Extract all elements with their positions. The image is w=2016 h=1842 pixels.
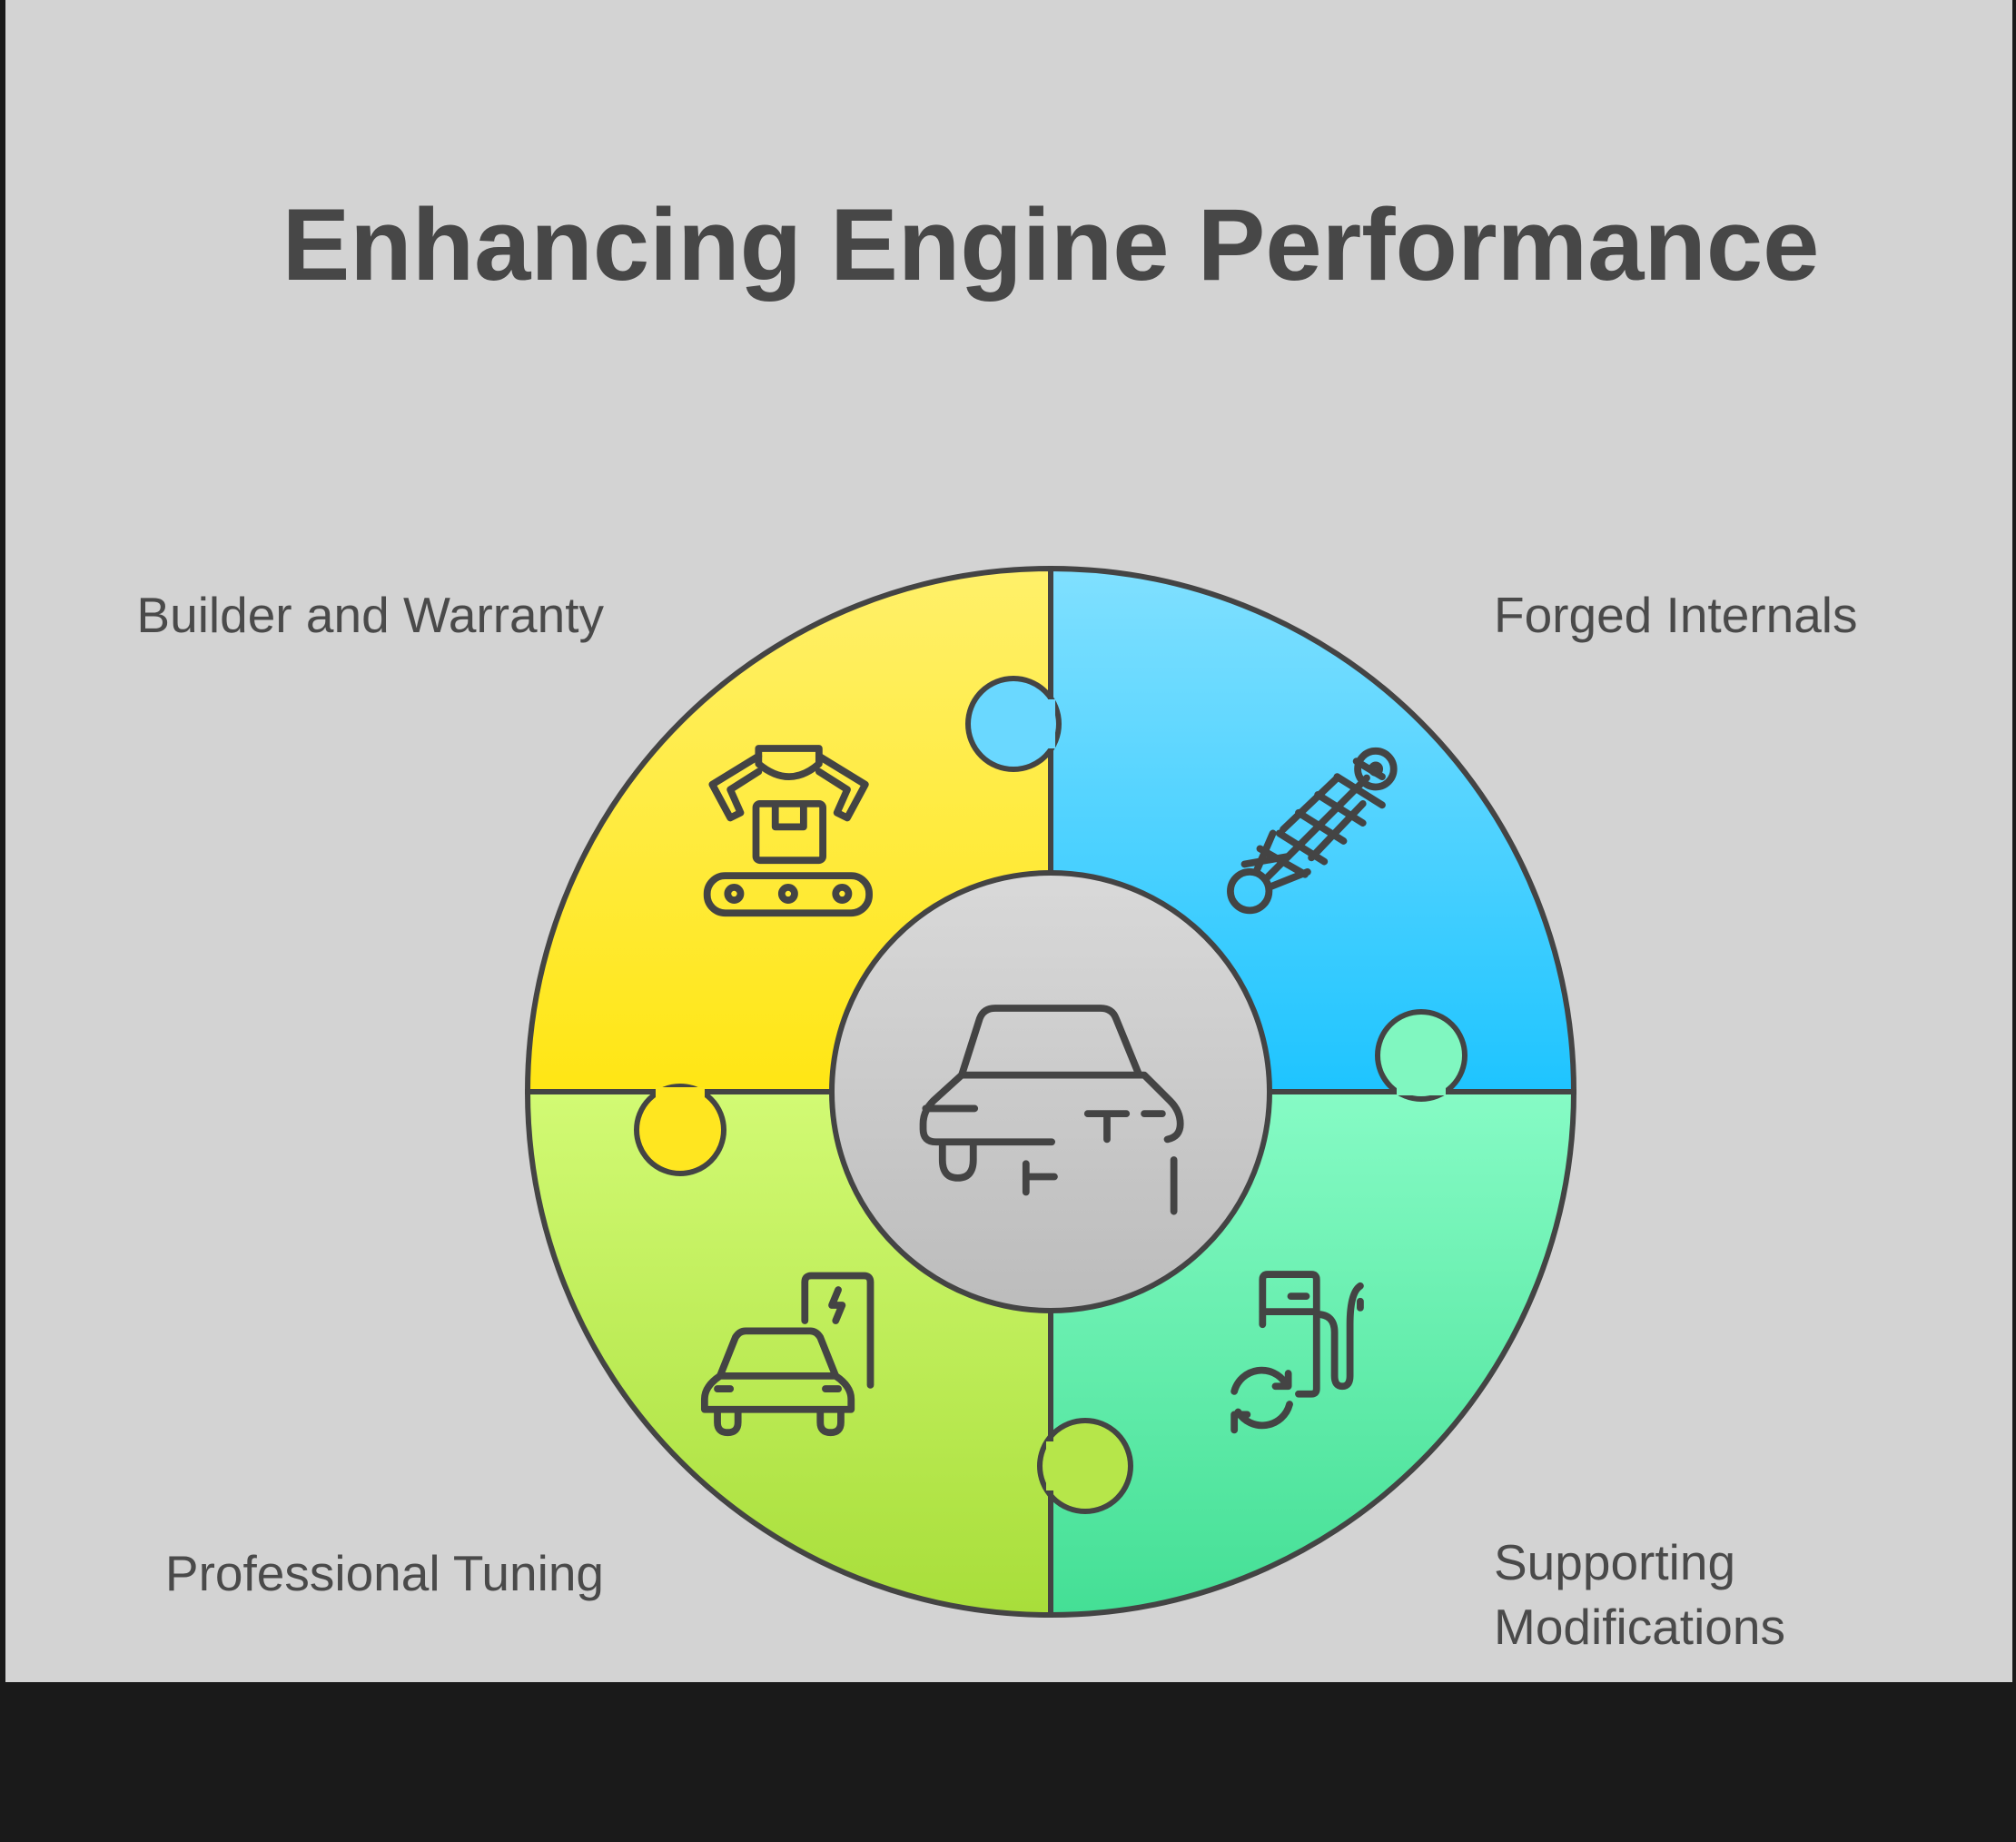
label-forged-internals: Forged Internals	[1494, 587, 1858, 643]
center-hub	[829, 870, 1272, 1313]
fuel-pump-refresh-icon	[1230, 1271, 1364, 1434]
shock-absorber-icon	[1227, 747, 1398, 915]
label-builder-warranty: Builder and Warranty	[136, 587, 604, 643]
car-charging-icon	[700, 1272, 875, 1437]
label-professional-tuning: Professional Tuning	[165, 1545, 604, 1601]
car-icon	[919, 1005, 1184, 1215]
robotic-arm-conveyor-icon	[703, 745, 873, 917]
diagram-title: Enhancing Engine Performance	[282, 188, 1820, 302]
label-supporting-line2: Modifications	[1494, 1599, 1785, 1655]
label-supporting-line1: Supporting	[1494, 1534, 1735, 1590]
